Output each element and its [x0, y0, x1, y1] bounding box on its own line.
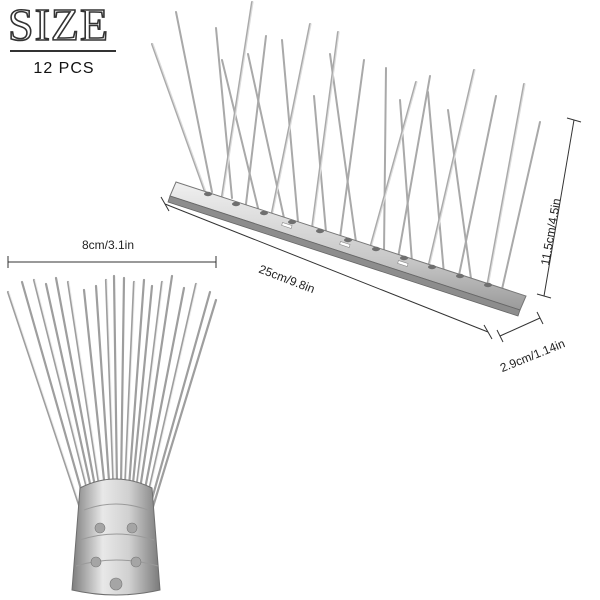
spike-strip-main: [151, 1, 541, 317]
spread-label: 8cm/3.1in: [82, 238, 135, 252]
quantity-label: 12 PCS: [33, 60, 95, 77]
heading-underline: [10, 50, 116, 52]
size-heading: SIZE: [7, 0, 110, 50]
rods-front: [152, 1, 526, 293]
spike-end-view: [6, 274, 218, 596]
dimension-lines-main: [160, 117, 582, 343]
strip-slots: [281, 222, 409, 267]
dimension-line-spread: [7, 256, 217, 268]
strip-mounts: [204, 191, 492, 288]
rods-back: [151, 1, 541, 299]
